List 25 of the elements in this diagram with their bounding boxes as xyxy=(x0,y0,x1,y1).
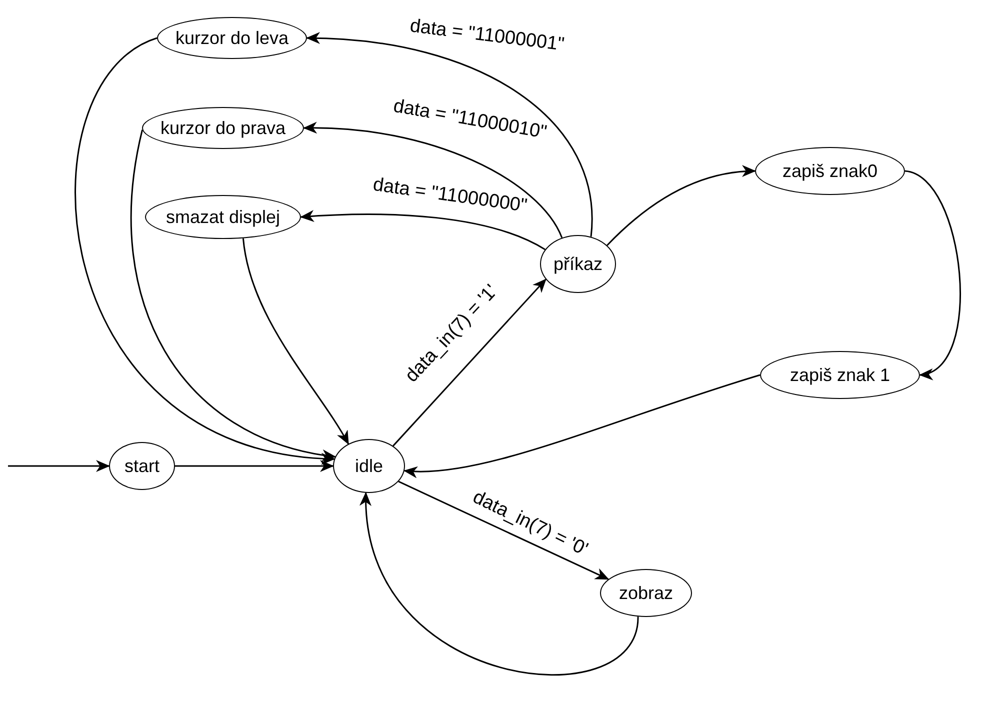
state-ellipse: idle xyxy=(333,439,405,493)
state-ellipse: zapiš znak 1 xyxy=(760,351,920,399)
state-ellipse: příkaz xyxy=(540,235,616,293)
transition-arrow xyxy=(8,460,110,472)
transition-arrow xyxy=(130,130,336,460)
state-ellipse: smazat displej xyxy=(145,195,301,239)
transition-arrow xyxy=(300,210,546,250)
transition-arrow xyxy=(75,37,336,464)
state-ellipse: zapiš znak0 xyxy=(755,147,905,195)
transition-arrow xyxy=(306,32,592,237)
transition-arrow xyxy=(398,480,610,580)
state-ellipse: kurzor do prava xyxy=(142,107,304,149)
transition-arrow xyxy=(392,278,546,446)
edge-label: data = "11000000" xyxy=(372,174,528,218)
transition-arrow xyxy=(606,165,756,246)
transition-arrow xyxy=(403,374,760,478)
transition-arrow xyxy=(175,460,334,472)
transition-arrow xyxy=(242,238,349,445)
transition-arrow xyxy=(361,492,639,676)
edge-label: data = "11000001" xyxy=(408,16,566,56)
edge-label: data = "11000010" xyxy=(392,96,548,144)
state-ellipse: zobraz xyxy=(600,569,692,617)
state-ellipse: kurzor do leva xyxy=(157,17,307,59)
transition-arrow xyxy=(303,122,563,238)
state-ellipse: start xyxy=(109,442,175,490)
